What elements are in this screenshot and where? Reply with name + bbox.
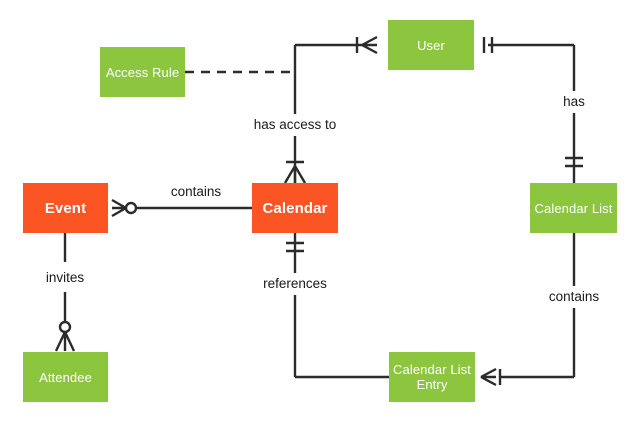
entity-calendar-list-entry[interactable]: Calendar List Entry xyxy=(389,352,475,402)
edge-label-references: references xyxy=(260,276,330,292)
entity-calendar[interactable]: Calendar xyxy=(252,183,338,233)
connector-calendar-list-contains-entry xyxy=(480,233,576,387)
entity-calendar-list[interactable]: Calendar List xyxy=(530,183,617,233)
cardinality-many-crowsfoot xyxy=(480,367,497,387)
connector-user-has-calendar-list xyxy=(482,37,583,183)
cardinality-zero-circle xyxy=(124,201,138,215)
entity-user[interactable]: User xyxy=(388,20,474,70)
entity-attendee[interactable]: Attendee xyxy=(23,352,108,402)
cardinality-zero-circle xyxy=(58,320,72,334)
edge-label-has-access-to: has access to xyxy=(250,117,340,133)
cardinality-many-crowsfoot xyxy=(361,35,378,55)
connector-event-invites-attendee xyxy=(54,233,76,352)
edge-label-contains-calendar-list-entry: contains xyxy=(545,289,603,305)
connector-calendar-references-entry xyxy=(286,233,389,379)
entity-access-rule[interactable]: Access Rule xyxy=(100,47,185,97)
edge-label-invites: invites xyxy=(42,270,88,286)
cardinality-many-crowsfoot xyxy=(111,198,127,218)
edge-label-has: has xyxy=(560,94,588,110)
cardinality-many-crowsfoot xyxy=(54,331,76,352)
connector-user-has-access-to-calendar xyxy=(283,35,378,184)
cardinality-many-crowsfoot xyxy=(283,165,307,184)
connector-event-contains-calendar xyxy=(111,198,252,218)
entity-event[interactable]: Event xyxy=(23,183,108,233)
edge-label-contains-calendar-event: contains xyxy=(167,184,225,200)
